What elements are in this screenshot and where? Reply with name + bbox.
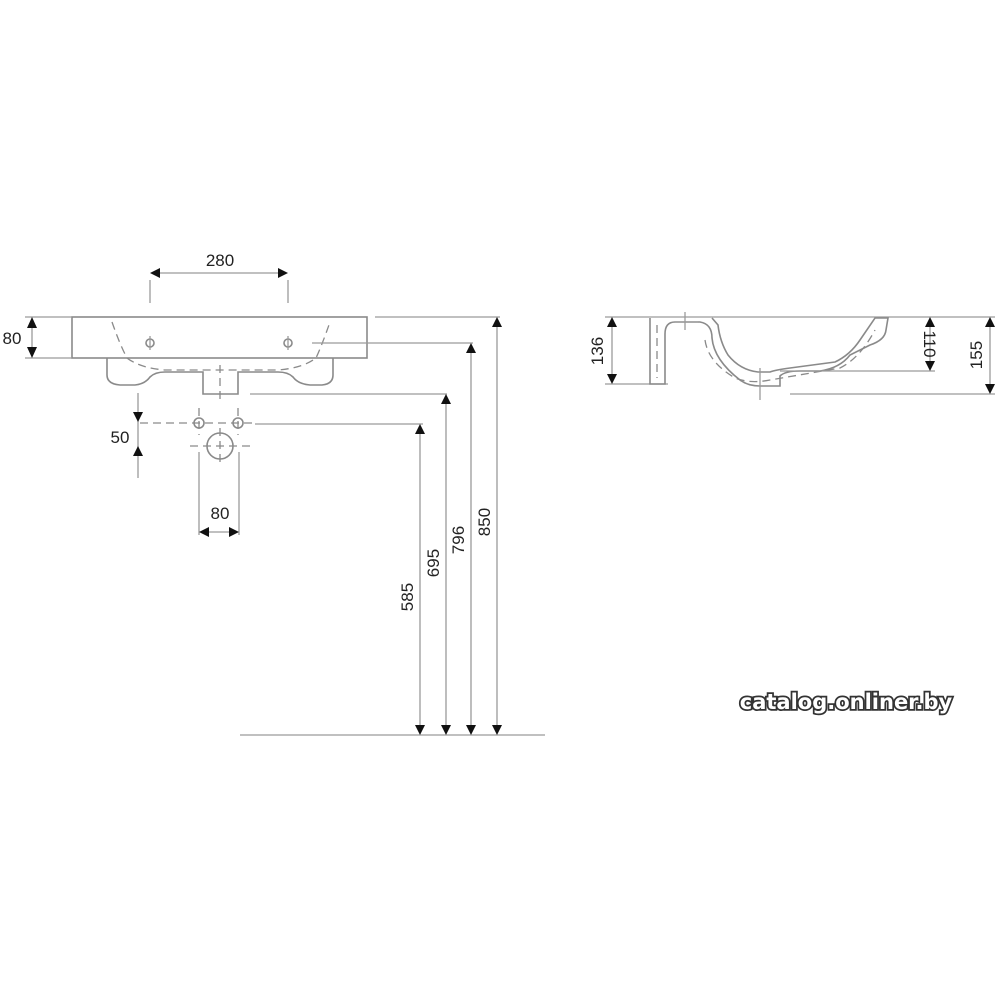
side-dimensions: 136 110 155	[588, 317, 995, 395]
height-dimensions: 585 695 796 850	[240, 316, 545, 736]
dimension-tap-spacing: 280	[149, 251, 289, 303]
tap-holes	[145, 336, 293, 350]
dim-label-585: 585	[398, 583, 417, 611]
dim-label-850: 850	[475, 508, 494, 536]
dim-label-796: 796	[449, 526, 468, 554]
dim-label-80-rim: 80	[3, 329, 22, 348]
supply-and-drain	[140, 408, 255, 462]
dimension-rim-height: 80	[3, 316, 72, 359]
dim-label-136: 136	[588, 337, 607, 365]
dimension-supply-spacing: 80	[198, 452, 240, 537]
dim-label-110: 110	[920, 330, 939, 357]
dim-label-280: 280	[206, 251, 234, 270]
dim-label-50: 50	[111, 428, 130, 447]
dim-label-80-supply: 80	[211, 504, 230, 523]
dim-label-695: 695	[424, 549, 443, 577]
dim-label-155: 155	[967, 341, 986, 369]
watermark: catalog.onliner.by	[740, 690, 953, 714]
dimension-supply-offset: 50	[111, 393, 143, 478]
front-view-basin	[71, 316, 368, 400]
